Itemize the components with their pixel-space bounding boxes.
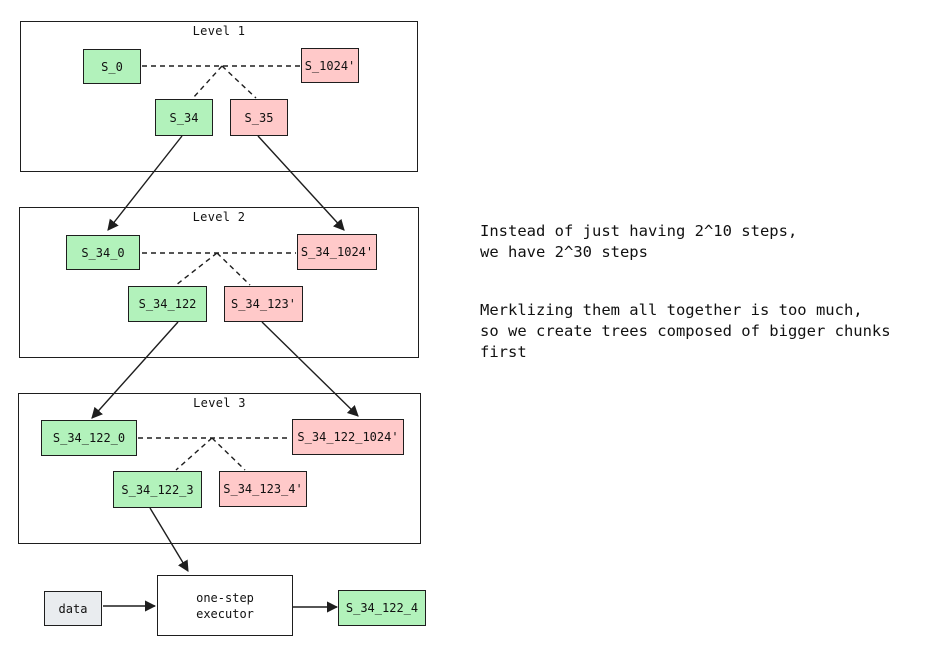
descent-arrows (91, 135, 359, 613)
level-1-title: Level 1 (192, 24, 246, 38)
note-line-4: so we create trees composed of bigger ch… (480, 322, 891, 340)
note-line-5: first (480, 343, 527, 361)
node-s-34-122: S_34_122 (128, 286, 207, 322)
arrow-s34-122-3-to-executor (149, 507, 189, 572)
note-line-2: we have 2^30 steps (480, 243, 648, 261)
node-s-34: S_34 (155, 99, 213, 136)
node-s-1024: S_1024' (301, 48, 359, 83)
level-3-dashed-links (138, 437, 290, 471)
one-step-executor-box: one-step executor (157, 575, 293, 636)
node-s-34-123: S_34_123' (224, 286, 303, 322)
arrow-s34-122-to-s34-122-0 (91, 321, 179, 419)
node-s-34-123-4: S_34_123_4' (219, 471, 307, 507)
arrow-s34-to-s34-0 (107, 135, 183, 231)
level-1-dashed-links (142, 65, 300, 99)
level-2-frame (19, 207, 419, 358)
node-s-34-122-0: S_34_122_0 (41, 420, 137, 456)
data-input-box: data (44, 591, 102, 626)
level-2-dashed-links (142, 252, 296, 286)
executor-label-line-1: one-step (196, 590, 254, 605)
executor-label-line-2: executor (196, 606, 254, 621)
node-s-0: S_0 (83, 49, 141, 84)
node-s-34-122-3: S_34_122_3 (113, 471, 202, 508)
level-3-frame (18, 393, 421, 544)
node-s-34-1024: S_34_1024' (297, 234, 377, 270)
arrow-s35-to-s34-1024 (257, 135, 345, 231)
node-s-34-122-4: S_34_122_4 (338, 590, 426, 626)
level-1-frame (20, 21, 418, 172)
note-line-3: Merklizing them all together is too much… (480, 301, 863, 319)
arrow-s34-123-to-s34-122-1024 (261, 321, 359, 417)
level-2-title: Level 2 (192, 210, 246, 224)
node-s-34-122-1024: S_34_122_1024' (292, 419, 404, 455)
node-s-34-0: S_34_0 (66, 235, 140, 270)
node-s-35: S_35 (230, 99, 288, 136)
note-line-1: Instead of just having 2^10 steps, (480, 222, 798, 240)
level-3-title: Level 3 (193, 396, 246, 410)
